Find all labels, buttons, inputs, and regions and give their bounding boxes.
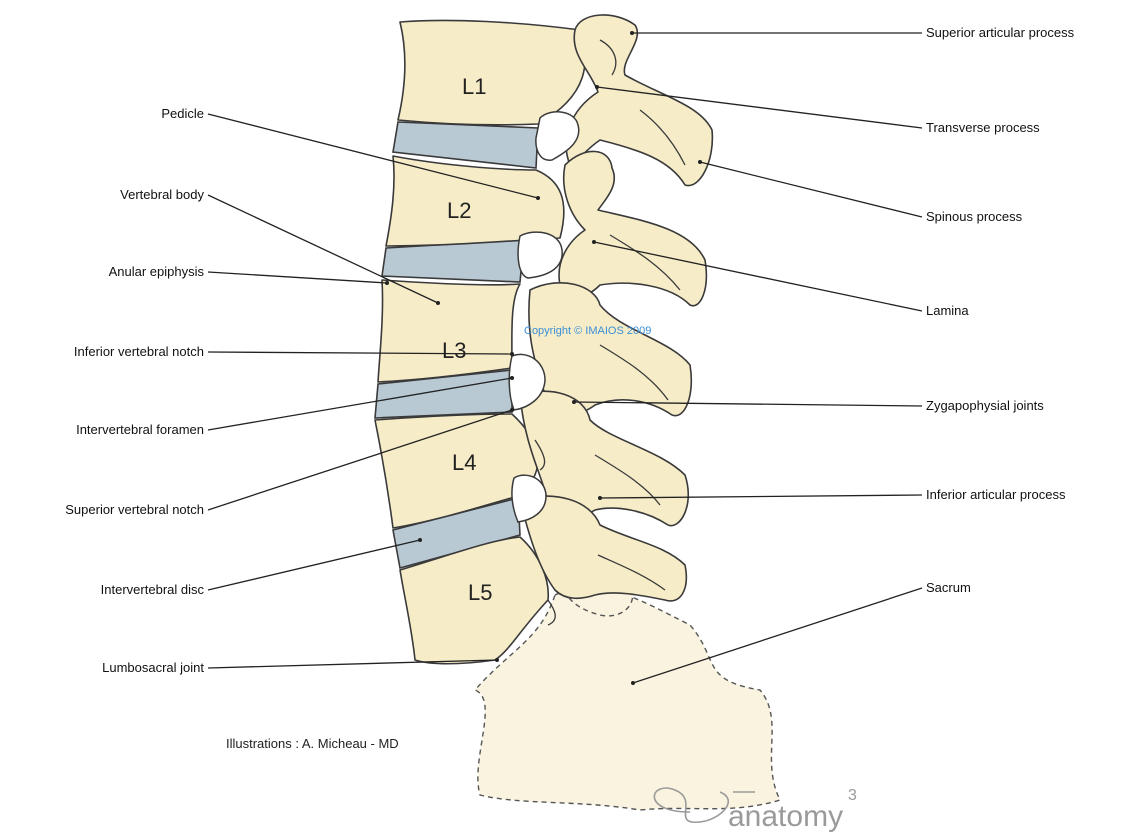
illustration-credit: Illustrations : A. Micheau - MD [226,736,399,751]
label-superior-vertebral-notch: Superior vertebral notch [65,502,204,517]
label-superior-articular-process: Superior articular process [926,25,1075,40]
label-anular-epiphysis: Anular epiphysis [109,264,205,279]
foramen-l2 [518,232,562,278]
vertebra-label-l2: L2 [447,198,471,223]
brand-superscript: 3 [848,787,857,804]
left-labels: Pedicle Vertebral body Anular epiphysis … [65,106,204,675]
body-l3 [378,280,520,382]
body-l1 [398,20,585,124]
label-inferior-vertebral-notch: Inferior vertebral notch [74,344,204,359]
label-spinous-process: Spinous process [926,209,1023,224]
label-vertebral-body: Vertebral body [120,187,204,202]
vertebra-label-l4: L4 [452,450,476,475]
label-lumbosacral-joint: Lumbosacral joint [102,660,204,675]
vertebra-label-l1: L1 [462,74,486,99]
label-sacrum: Sacrum [926,580,971,595]
label-lamina: Lamina [926,303,969,318]
right-labels: Superior articular process Transverse pr… [926,25,1075,595]
copyright-notice: Copyright © IMAIOS 2009 [524,325,651,337]
label-intervertebral-disc: Intervertebral disc [101,582,205,597]
label-transverse-process: Transverse process [926,120,1040,135]
brand-name: anatomy [728,800,843,832]
vertebra-label-l5: L5 [468,580,492,605]
label-zygapophysial-joints: Zygapophysial joints [926,398,1044,413]
vertebra-label-l3: L3 [442,338,466,363]
label-intervertebral-foramen: Intervertebral foramen [76,422,204,437]
label-inferior-articular-process: Inferior articular process [926,487,1066,502]
label-pedicle: Pedicle [161,106,204,121]
